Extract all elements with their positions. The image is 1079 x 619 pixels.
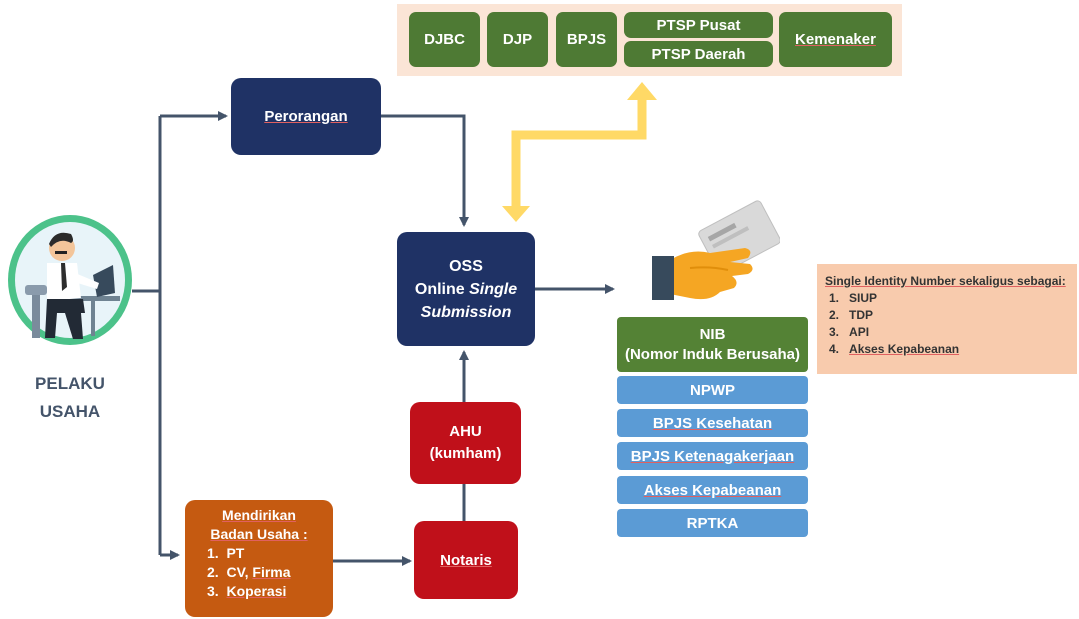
sin-info-item: 1. SIUP: [829, 291, 878, 305]
badan-usaha-item: 1. PT: [207, 545, 245, 561]
nib-item-bpjs-kesehatan[interactable]: BPJS Kesehatan: [617, 409, 808, 437]
agency-ptsp-daerah[interactable]: PTSP Daerah: [624, 41, 773, 67]
pelaku-usaha-label: PELAKU USAHA: [35, 374, 105, 421]
perorangan-box[interactable]: Perorangan: [231, 78, 381, 155]
ahu-box[interactable]: AHU (kumham): [410, 402, 521, 484]
yellow-exchange-arrow: [502, 82, 657, 222]
notaris-box[interactable]: Notaris: [414, 521, 518, 599]
sin-info-item: 4. Akses Kepabeanan: [829, 342, 960, 356]
pelaku-usaha-avatar: [5, 213, 135, 348]
hand-card-icon: [652, 200, 781, 300]
businessman-icon: [8, 215, 132, 345]
connector-perorangan-oss: [381, 114, 469, 227]
sin-info-panel: Single Identity Number sekaligus sebagai…: [817, 264, 1077, 374]
nib-item-akses-kepabeanan[interactable]: Akses Kepabeanan: [617, 476, 808, 504]
badan-usaha-item: 2. CV, Firma: [207, 564, 291, 580]
agency-kemenaker[interactable]: Kemenaker: [779, 12, 892, 67]
nib-box[interactable]: NIB (Nomor Induk Berusaha): [617, 317, 808, 372]
agency-bpjs[interactable]: BPJS: [556, 12, 617, 67]
badan-usaha-title: Mendirikan: [222, 507, 296, 523]
hand-card-illustration: [650, 198, 781, 310]
agency-djbc[interactable]: DJBC: [409, 12, 480, 67]
oss-box[interactable]: OSS Online Single Submission: [397, 232, 535, 346]
badan-usaha-subtitle: Badan Usaha :: [210, 526, 308, 542]
nib-item-npwp[interactable]: NPWP: [617, 376, 808, 404]
badan-usaha-box[interactable]: Mendirikan Badan Usaha : 1. PT 2. CV, Fi…: [185, 500, 333, 617]
badan-usaha-item: 3. Koperasi: [207, 583, 287, 599]
nib-item-bpjs-ketenagakerjaan[interactable]: BPJS Ketenagakerjaan: [617, 442, 808, 470]
sin-info-item: 2. TDP: [829, 308, 874, 322]
agency-djp[interactable]: DJP: [487, 12, 548, 67]
sin-info-item: 3. API: [829, 325, 870, 339]
nib-item-rptka[interactable]: RPTKA: [617, 509, 808, 537]
sin-info-title: Single Identity Number sekaligus sebagai…: [825, 274, 1066, 288]
agency-ptsp-pusat[interactable]: PTSP Pusat: [624, 12, 773, 38]
